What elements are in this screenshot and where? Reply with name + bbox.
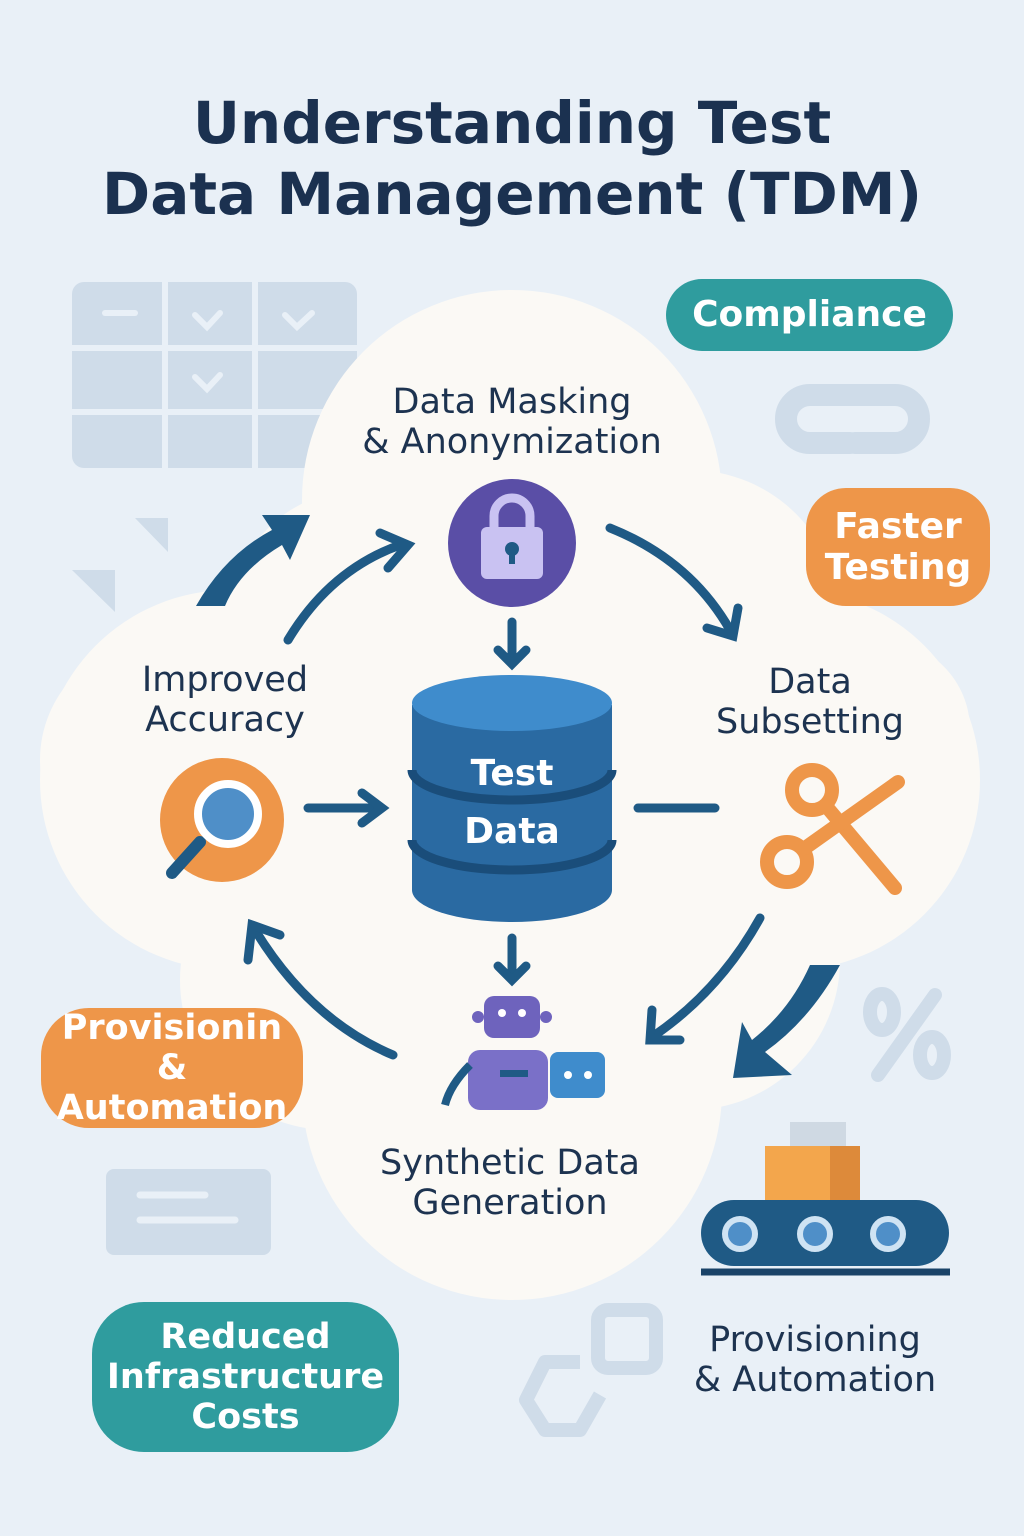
masking-line-2: & Anonymization (362, 422, 662, 463)
reduced-costs-badge: Reduced Infrastructure Costs (92, 1302, 399, 1452)
subsetting-line-2: Subsetting (716, 702, 904, 743)
reduced-costs-line-1: Reduced (160, 1316, 331, 1357)
provisioning-badge-line-1: Provisionin (61, 1007, 283, 1048)
accuracy-line-2: Accuracy (145, 700, 305, 741)
faster-testing-badge: Faster Testing (806, 488, 990, 606)
synthetic-line-2: Generation (412, 1183, 608, 1224)
database-icon (407, 675, 617, 922)
provisioning-line-2: & Automation (693, 1360, 937, 1401)
masking-line-1: Data Masking (392, 382, 632, 422)
robot-icon (441, 996, 605, 1110)
triangle-decor-icon (72, 518, 168, 612)
subsetting-line-1: Data (768, 662, 852, 702)
magnifier-icon (160, 758, 284, 882)
big-arrow-top-left (196, 515, 310, 606)
big-arrow-bottom-right (733, 965, 840, 1078)
provisioning-badge-line-2: & Automation (56, 1047, 288, 1129)
page-title: Understanding Test Data Management (TDM) (0, 88, 1024, 230)
compliance-label: Compliance (692, 294, 927, 336)
calendar-grid-icon (72, 282, 357, 468)
faster-testing-line-1: Faster (834, 505, 962, 547)
database-line-1: Test (470, 753, 554, 794)
link-icon (775, 384, 930, 454)
message-icon (106, 1169, 271, 1255)
database-label: Test Data (412, 745, 612, 860)
faster-testing-line-2: Testing (824, 547, 972, 588)
provisioning-line-1: Provisioning (709, 1320, 921, 1360)
flow-arrows (243, 523, 765, 1060)
percent-icon (863, 987, 951, 1082)
reduced-costs-line-2: Infrastructure (106, 1356, 385, 1397)
conveyor-belt-icon (701, 1122, 950, 1276)
node-data-masking: Data Masking & Anonymization (312, 382, 712, 463)
node-synthetic-data: Synthetic Data Generation (330, 1143, 690, 1224)
provisioning-label: Provisioning & Automation (680, 1320, 950, 1401)
lock-icon (448, 479, 576, 607)
accuracy-line-1: Improved (141, 660, 309, 700)
chain-link-icon (519, 1303, 663, 1437)
scissors-icon (760, 763, 905, 895)
compliance-badge: Compliance (666, 279, 953, 351)
node-improved-accuracy: Improved Accuracy (100, 660, 350, 741)
reduced-costs-line-3: Costs (191, 1397, 300, 1438)
synthetic-line-1: Synthetic Data (380, 1143, 640, 1183)
node-data-subsetting: Data Subsetting (680, 662, 940, 743)
database-line-2: Data (464, 810, 560, 852)
provisioning-automation-badge: Provisionin & Automation (41, 1008, 303, 1128)
title-line-1: Understanding Test (192, 89, 832, 157)
title-line-2: Data Management (TDM) (102, 159, 922, 228)
